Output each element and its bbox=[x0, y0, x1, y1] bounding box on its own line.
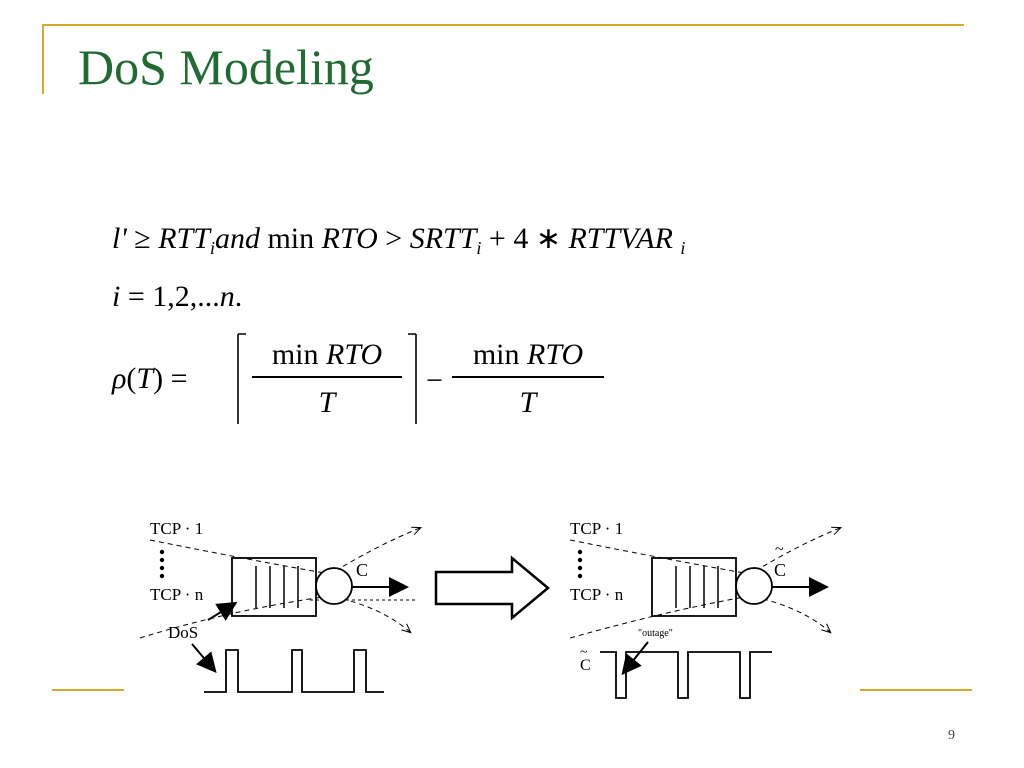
slide-title: DoS Modeling bbox=[78, 39, 374, 95]
eq1-srtt-sub: i bbox=[476, 238, 482, 258]
frac1-numerator: min RTO bbox=[252, 340, 402, 370]
eq3-arg: T bbox=[136, 362, 154, 395]
eq2-var: i bbox=[112, 280, 121, 313]
eq3-close: ) bbox=[153, 362, 164, 395]
frame-top-rule bbox=[42, 24, 964, 26]
eq1-rtt-sub: i bbox=[209, 238, 215, 258]
outage-label: "outage" bbox=[638, 628, 673, 639]
right-ellipsis-dots bbox=[577, 549, 583, 579]
frac1-bar bbox=[252, 376, 402, 378]
right-tcp1-label: TCP · 1 bbox=[570, 519, 623, 538]
outage-arrow bbox=[621, 641, 649, 676]
left-dos-arrow-up bbox=[207, 601, 238, 621]
equation-rto-condition: l' ≥ RTTiand min RTO > SRTTi + 4 ∗ RTTVA… bbox=[112, 222, 686, 258]
frac1-min: min bbox=[271, 338, 319, 371]
eq1-and: and bbox=[214, 222, 260, 255]
right-c-axis-tilde: ~ bbox=[580, 645, 588, 660]
right-outage-train bbox=[600, 651, 772, 699]
eq3-open: ( bbox=[126, 362, 137, 395]
right-server-circle bbox=[735, 567, 773, 605]
ceiling-brackets bbox=[237, 333, 417, 424]
right-tcpn-label: TCP · n bbox=[570, 585, 624, 604]
dos-diagram: TCP · 1 TCP · n C DoS TCP · 1 TCP · n bbox=[139, 519, 850, 699]
eq1-min: min bbox=[267, 222, 315, 255]
eq3-lhs: ρ(T) = bbox=[112, 364, 188, 394]
footer-rule-left bbox=[52, 689, 124, 691]
frame-left-rule bbox=[42, 24, 44, 94]
equation-rho: ρ(T) = min RTO T − min RTO T bbox=[112, 332, 612, 428]
eq1-gt: > bbox=[385, 222, 403, 255]
transition-arrow bbox=[434, 555, 550, 621]
frac2-bar bbox=[452, 376, 604, 378]
left-capacity-label: C bbox=[356, 560, 368, 580]
right-capacity-label: C bbox=[774, 560, 786, 580]
eq1-rto: RTO bbox=[321, 222, 378, 255]
left-tcpn-label: TCP · n bbox=[150, 585, 204, 604]
left-queue-box bbox=[231, 557, 317, 617]
frac1-denominator: T bbox=[318, 385, 336, 419]
eq2-eq: = 1,2,... bbox=[127, 280, 220, 313]
left-dos-label: DoS bbox=[168, 623, 198, 642]
eq2-n: n bbox=[219, 280, 235, 313]
left-panel: TCP · 1 TCP · n C DoS bbox=[139, 519, 420, 693]
eq3-eq: = bbox=[170, 362, 188, 395]
left-flow-curve-top bbox=[149, 528, 420, 575]
page-number: 9 bbox=[948, 728, 955, 743]
eq1-lhs: l' bbox=[112, 222, 127, 255]
right-c-axis-label: C bbox=[580, 657, 591, 674]
frac2-numerator: min RTO bbox=[452, 340, 604, 370]
right-flow-curve-top bbox=[569, 528, 840, 575]
frac1-rto: RTO bbox=[326, 338, 383, 371]
frac2-rto: RTO bbox=[527, 338, 584, 371]
right-capacity-tilde: ~ bbox=[775, 541, 784, 558]
right-flow-curve-bottom bbox=[569, 595, 830, 639]
frac2-min: min bbox=[472, 338, 520, 371]
eq1-rttvar: RTTVAR bbox=[568, 222, 673, 255]
eq3-minus: − bbox=[426, 364, 443, 397]
frac2-denominator: T bbox=[519, 385, 537, 419]
eq1-plus: + 4 ∗ bbox=[488, 222, 561, 255]
left-ellipsis-dots bbox=[159, 549, 165, 579]
left-pulse-train bbox=[204, 649, 384, 693]
fraction-ceiling: min RTO T bbox=[252, 340, 402, 418]
eq2-dot: . bbox=[234, 280, 243, 313]
left-dos-arrow-down bbox=[191, 643, 217, 674]
eq3-rho: ρ bbox=[112, 362, 127, 395]
eq1-rttvar-sub: i bbox=[680, 238, 686, 258]
eq1-srtt: SRTT bbox=[409, 222, 477, 255]
equation-index-range: i = 1,2,...n. bbox=[112, 282, 242, 312]
footer-rule-right bbox=[860, 689, 972, 691]
fraction-plain: min RTO T bbox=[452, 340, 604, 418]
right-panel: TCP · 1 TCP · n ~ C "outage" ~ C bbox=[569, 519, 840, 699]
eq1-ge: ≥ bbox=[134, 222, 151, 255]
left-server-circle bbox=[315, 567, 353, 605]
left-tcp1-label: TCP · 1 bbox=[150, 519, 203, 538]
eq1-rtt: RTT bbox=[158, 222, 210, 255]
